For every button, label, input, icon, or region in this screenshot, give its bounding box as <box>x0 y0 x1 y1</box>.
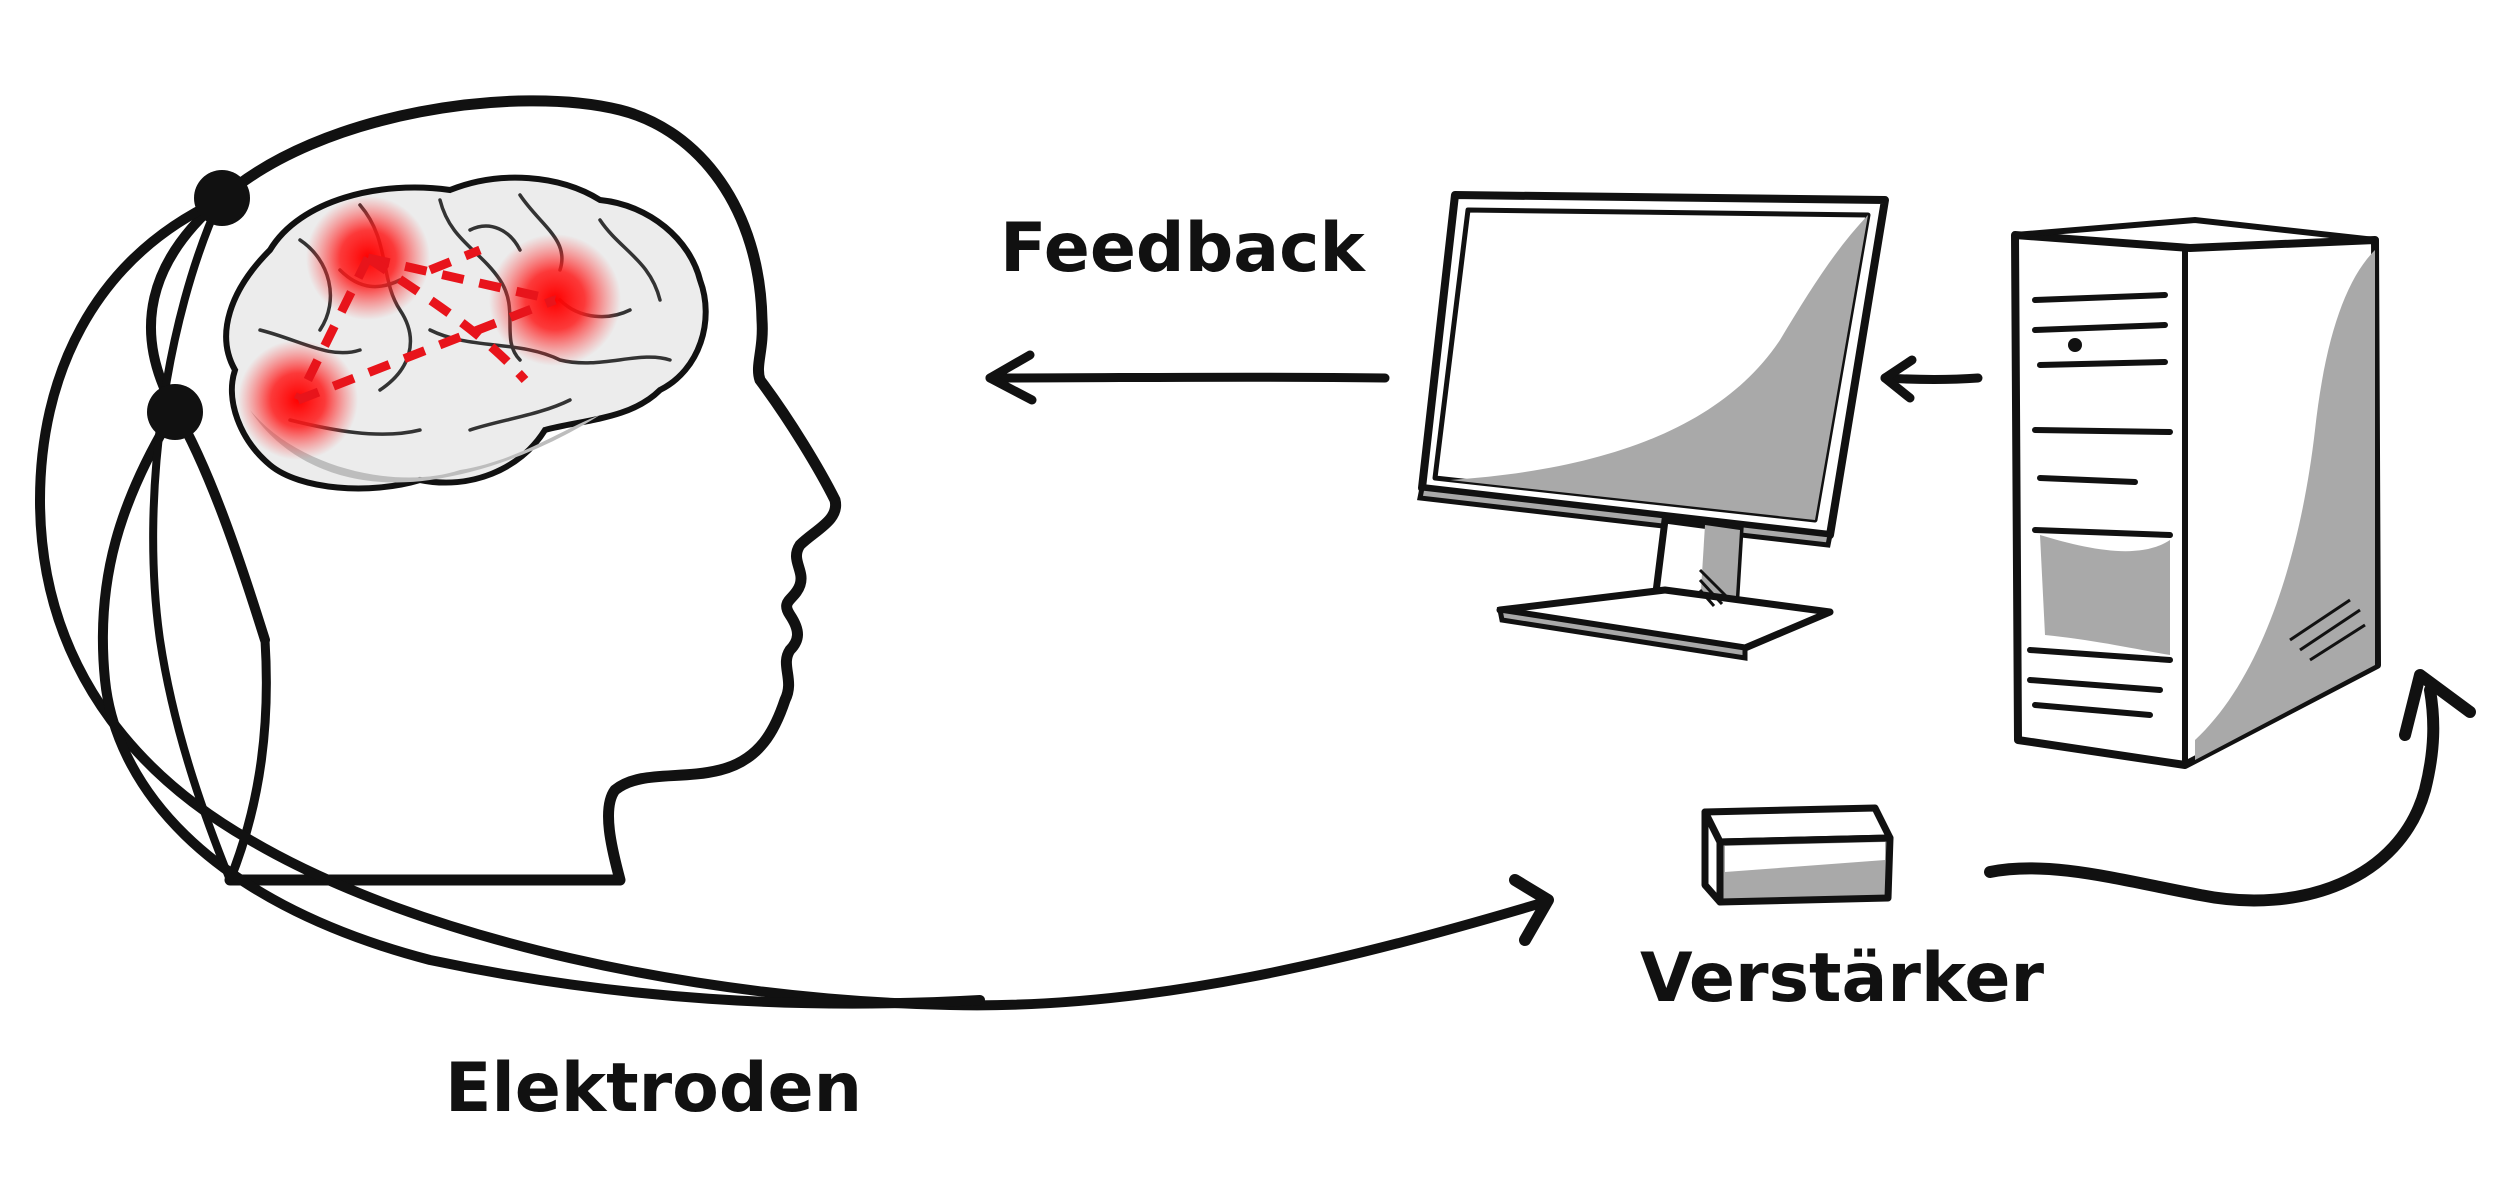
amplifier-label: Verstärker <box>1640 939 2045 1018</box>
feedback-arrow <box>985 350 1390 405</box>
electrodes-label: Elektroden <box>445 1049 863 1128</box>
brain-activity <box>238 196 621 460</box>
amplifier-box-icon <box>1701 804 1894 906</box>
feedback-label: Feedback <box>1000 209 1365 288</box>
amplifier-to-tower-arrow <box>1984 669 2476 907</box>
electrode-cables <box>35 170 1554 1011</box>
electrode-side <box>147 384 203 440</box>
monitor-icon <box>1417 191 1889 661</box>
tower-to-monitor-arrow <box>1880 355 1983 403</box>
computer-tower-icon <box>2011 216 2381 769</box>
electrode-top <box>194 170 250 226</box>
head-profile-icon <box>214 95 842 886</box>
